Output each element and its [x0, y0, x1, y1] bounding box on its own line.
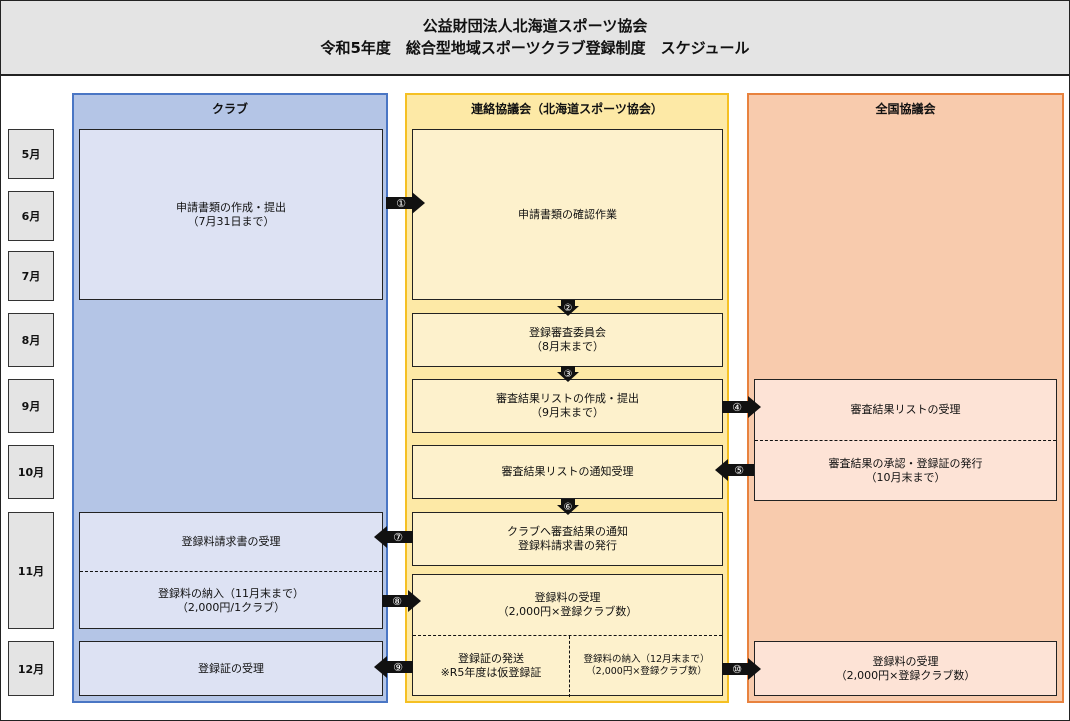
dashed-divider — [413, 635, 722, 636]
step-10-label: ⑩ — [732, 663, 742, 676]
liaison-committee-text: 登録審査委員会 — [529, 326, 606, 340]
liaison-notify-box: クラブへ審査結果の通知 登録料請求書の発行 — [412, 512, 723, 566]
national-list-receive-text: 審査結果リストの受理 — [850, 403, 961, 417]
step-9-label: ⑨ — [393, 661, 403, 674]
liaison-committee-box: 登録審査委員会 （8月末まで） — [412, 313, 723, 367]
month-label: 9月 — [8, 379, 54, 433]
step-7-arrow: ⑦ — [374, 526, 413, 548]
step-2-label: ② — [564, 303, 573, 314]
club-application-deadline: （7月31日まで） — [187, 214, 275, 228]
liaison-fee-box: 登録料の受理 （2,000円×登録クラブ数） 登録証の発送 ※R5年度は仮登録証… — [412, 574, 723, 697]
dashed-divider — [569, 636, 570, 697]
club-column-title: クラブ — [211, 101, 248, 116]
club-fee-payment-amount: （2,000円/1クラブ） — [176, 601, 286, 614]
month-label: 7月 — [8, 251, 54, 301]
liaison-notice-text: 審査結果リストの通知受理 — [501, 465, 634, 479]
month-label: 5月 — [8, 129, 54, 179]
step-4-label: ④ — [732, 401, 742, 414]
page-header: 公益財団法人北海道スポーツ協会 令和5年度 総合型地域スポーツクラブ登録制度 ス… — [1, 1, 1069, 76]
step-10-arrow: ⑩ — [722, 658, 761, 680]
step-7-label: ⑦ — [393, 531, 403, 544]
liaison-fee-receive-amount: （2,000円×登録クラブ数） — [497, 605, 638, 618]
liaison-list-text: 審査結果リストの作成・提出 — [496, 392, 639, 406]
dashed-divider — [755, 440, 1056, 441]
liaison-cert-send-note: ※R5年度は仮登録証 — [440, 666, 542, 679]
national-approve-deadline: （10月末まで） — [865, 471, 946, 484]
step-9-arrow: ⑨ — [374, 656, 413, 678]
dashed-divider — [80, 571, 382, 572]
liaison-notify-text: クラブへ審査結果の通知 — [507, 525, 628, 539]
step-4-arrow: ④ — [722, 396, 761, 418]
club-invoice-receive: 登録料請求書の受理 — [80, 513, 382, 571]
step-8-label: ⑧ — [392, 595, 402, 608]
step-5-label: ⑤ — [734, 464, 744, 477]
step-8-arrow: ⑧ — [382, 590, 421, 612]
club-certificate-text: 登録証の受理 — [198, 661, 264, 675]
national-fee-text: 登録料の受理 — [872, 654, 939, 668]
national-fee-box: 登録料の受理 （2,000円×登録クラブ数） — [754, 641, 1057, 696]
step-3-arrow: ③ — [557, 366, 579, 382]
liaison-fee-receive-text: 登録料の受理 — [534, 591, 601, 605]
club-invoice-receive-text: 登録料請求書の受理 — [181, 535, 281, 549]
club-application-box: 申請書類の作成・提出 （7月31日まで） — [79, 129, 383, 300]
month-label: 6月 — [8, 191, 54, 241]
liaison-list-box: 審査結果リストの作成・提出 （9月末まで） — [412, 379, 723, 433]
liaison-column-title: 連絡協議会（北海道スポーツ協会） — [471, 101, 663, 116]
club-fee-box: 登録料請求書の受理 登録料の納入（11月末まで） （2,000円/1クラブ） — [79, 512, 383, 629]
national-fee-amount: （2,000円×登録クラブ数） — [835, 668, 976, 682]
liaison-cert-send: 登録証の発送 ※R5年度は仮登録証 — [413, 636, 569, 696]
step-6-label: ⑥ — [564, 502, 573, 513]
org-name: 公益財団法人北海道スポーツ協会 — [422, 17, 648, 35]
liaison-list-deadline: （9月末まで） — [531, 406, 604, 419]
liaison-notice-box: 審査結果リストの通知受理 — [412, 445, 723, 499]
month-label: 11月 — [8, 512, 54, 629]
step-5-arrow: ⑤ — [715, 459, 754, 481]
club-certificate-box: 登録証の受理 — [79, 641, 383, 696]
national-review-box: 審査結果リストの受理 審査結果の承認・登録証の発行 （10月末まで） — [754, 379, 1057, 501]
liaison-fee-receive: 登録料の受理 （2,000円×登録クラブ数） — [413, 575, 722, 635]
liaison-cert-send-text: 登録証の発送 — [458, 652, 524, 666]
step-2-arrow: ② — [557, 300, 579, 316]
liaison-invoice-text: 登録料請求書の発行 — [518, 539, 617, 552]
club-application-text: 申請書類の作成・提出 — [176, 200, 286, 214]
liaison-fee-pay: 登録料の納入（12月末まで） （2,000円×登録クラブ数） — [570, 636, 723, 696]
page-title: 令和5年度 総合型地域スポーツクラブ登録制度 スケジュール — [320, 39, 750, 57]
liaison-fee-pay-text: 登録料の納入（12月末まで） — [583, 654, 710, 666]
liaison-fee-pay-amount: （2,000円×登録クラブ数） — [586, 666, 707, 677]
step-1-arrow: ① — [386, 192, 425, 214]
month-label: 12月 — [8, 641, 54, 696]
liaison-confirm-text: 申請書類の確認作業 — [518, 207, 617, 221]
month-label: 8月 — [8, 313, 54, 367]
liaison-committee-deadline: （8月末まで） — [531, 340, 604, 353]
liaison-confirm-box: 申請書類の確認作業 — [412, 129, 723, 300]
month-label: 10月 — [8, 445, 54, 499]
club-fee-payment-text: 登録料の納入（11月末まで） — [158, 587, 304, 601]
national-approve-text: 審査結果の承認・登録証の発行 — [828, 457, 983, 471]
step-6-arrow: ⑥ — [557, 499, 579, 515]
step-3-label: ③ — [564, 369, 573, 380]
step-1-label: ① — [396, 197, 406, 210]
national-approve: 審査結果の承認・登録証の発行 （10月末まで） — [755, 441, 1056, 501]
national-column-title: 全国協議会 — [875, 101, 936, 116]
club-fee-payment: 登録料の納入（11月末まで） （2,000円/1クラブ） — [80, 572, 382, 630]
national-list-receive: 審査結果リストの受理 — [755, 380, 1056, 440]
